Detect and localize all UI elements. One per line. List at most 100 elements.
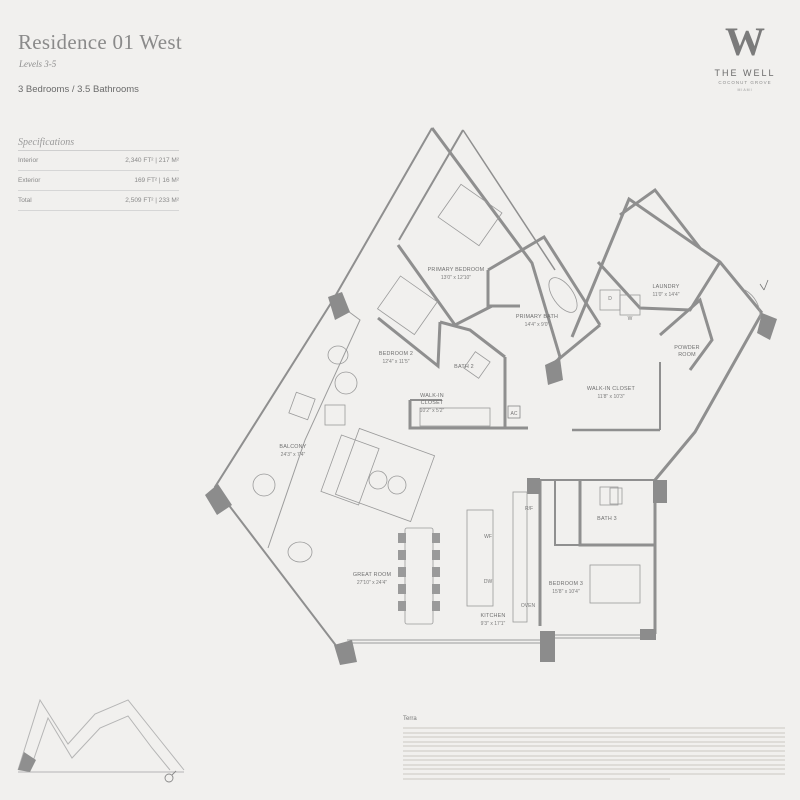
brand-monogram: W <box>725 19 765 64</box>
interior-wall <box>578 480 655 547</box>
brand-location: COCONUT GROVE <box>718 80 772 85</box>
room-dim-great-room: 27'10" x 24'4" <box>357 580 387 586</box>
room-dim-primary-bath: 14'4" x 9'0" <box>525 322 550 328</box>
interior-wall <box>439 320 506 359</box>
fixture-rf: R/F <box>525 506 533 512</box>
room-label-walkin-closet: WALK-IN CLOSET <box>587 386 636 392</box>
room-label-bath3: BATH 3 <box>597 516 617 522</box>
fixture-dw: DW <box>484 579 493 585</box>
balcony-rail <box>267 299 361 549</box>
bathtub <box>548 277 578 313</box>
room-label-kitchen: KITCHEN <box>480 613 505 619</box>
room-dim-laundry: 11'0" x 14'4" <box>652 292 679 298</box>
interior-wall <box>596 260 722 312</box>
dining-chair <box>398 567 406 577</box>
balcony-table <box>334 371 358 395</box>
kitchen-counter <box>512 491 528 623</box>
balcony-table <box>252 473 276 497</box>
exterior-wall <box>213 127 433 661</box>
brand-city: MIAMI <box>737 88 753 92</box>
balcony-chair <box>324 404 346 426</box>
entry-door <box>744 289 761 319</box>
specifications-table: Interior 2,340 FT² | 217 M² Exterior 169… <box>18 150 179 211</box>
interior-wall <box>408 400 505 430</box>
legal-disclaimer <box>403 727 785 782</box>
room-label-walkin-closet-2b: CLOSET <box>421 400 444 406</box>
kitchen-island <box>466 509 494 607</box>
lounge-chair <box>287 541 313 563</box>
brand-name: THE WELL <box>714 68 776 78</box>
structural-column <box>653 480 667 503</box>
vanity <box>463 351 491 379</box>
dryer <box>599 289 621 311</box>
bed-primary <box>437 183 503 247</box>
coffee-table <box>387 475 407 495</box>
room-dim-bedroom2: 12'4" x 11'5" <box>382 359 409 365</box>
room-label-powder-room-2: ROOM <box>678 352 696 358</box>
key-plan-highlight <box>18 752 36 772</box>
spec-value: 169 FT² | 16 M² <box>134 177 179 184</box>
fixture-washer: W <box>628 316 633 322</box>
dining-chair <box>398 550 406 560</box>
fixture-dryer: D <box>608 296 612 302</box>
structural-column <box>334 640 357 665</box>
sofa <box>320 434 380 506</box>
room-dim-primary-bedroom: 13'0" x 12'10" <box>441 275 471 281</box>
developer-label: Terra <box>403 716 417 722</box>
coffee-table <box>368 470 388 490</box>
room-label-bath2: BATH 2 <box>454 364 474 370</box>
room-label-laundry: LAUNDRY <box>652 284 679 290</box>
structural-column <box>545 358 563 385</box>
room-dim-kitchen: 9'3" x 17'1" <box>481 621 506 627</box>
room-label-bedroom3: BEDROOM 3 <box>549 581 583 587</box>
spec-label: Interior <box>18 157 39 164</box>
bed-bedroom3 <box>589 564 641 604</box>
interior-wall <box>486 270 520 308</box>
dining-chair <box>398 601 406 611</box>
room-label-balcony: BALCONY <box>279 444 306 450</box>
dining-chair <box>398 533 406 543</box>
spec-row-exterior: Exterior 169 FT² | 16 M² <box>18 171 179 191</box>
room-label-powder-room: POWDER <box>674 345 699 351</box>
entry-arrow-icon <box>759 279 769 291</box>
dining-chair <box>432 584 440 594</box>
dining-chair <box>432 567 440 577</box>
interior-wall <box>554 480 580 546</box>
structural-column <box>527 478 540 494</box>
room-label-primary-bedroom: PRIMARY BEDROOM <box>428 267 485 273</box>
spec-label: Exterior <box>18 177 41 184</box>
interior-wall <box>487 234 602 326</box>
fixture-ac: AC <box>511 411 518 417</box>
rug <box>334 427 436 523</box>
structural-column <box>205 484 232 515</box>
interior-wall <box>659 297 714 371</box>
ac-unit <box>507 405 521 419</box>
spec-value: 2,509 FT² | 233 M² <box>125 197 179 204</box>
exterior-wall <box>570 196 764 338</box>
toilet <box>609 487 623 505</box>
spec-value: 2,340 FT² | 217 M² <box>125 157 179 164</box>
levels-label: Levels 3-5 <box>19 59 57 69</box>
specifications-title: Specifications <box>18 137 75 148</box>
room-dim-balcony: 24'3" x 7'4" <box>281 452 306 458</box>
room-label-bedroom2: BEDROOM 2 <box>379 351 413 357</box>
north-arrow-icon <box>164 770 177 783</box>
interior-wall <box>396 244 493 327</box>
dining-chair <box>398 584 406 594</box>
spec-row-interior: Interior 2,340 FT² | 217 M² <box>18 151 179 171</box>
spec-row-total: Total 2,509 FT² | 233 M² <box>18 191 179 211</box>
structural-column <box>540 631 555 662</box>
lounge-chair <box>327 345 349 365</box>
dining-chair <box>432 533 440 543</box>
fixture-wf: WF <box>484 534 492 540</box>
bed-bath-summary: 3 Bedrooms / 3.5 Bathrooms <box>18 84 139 95</box>
vanity <box>599 486 619 506</box>
room-dim-bedroom3: 15'8" x 10'4" <box>552 589 580 595</box>
closet-shelf <box>419 407 491 427</box>
dining-chair <box>432 550 440 560</box>
balcony-chair <box>288 391 316 421</box>
exterior-wall <box>430 127 562 358</box>
fixture-oven: OVEN <box>521 603 536 609</box>
room-dim-walkin-closet: 11'8" x 10'3" <box>597 394 624 400</box>
bed-bedroom2 <box>376 275 438 336</box>
